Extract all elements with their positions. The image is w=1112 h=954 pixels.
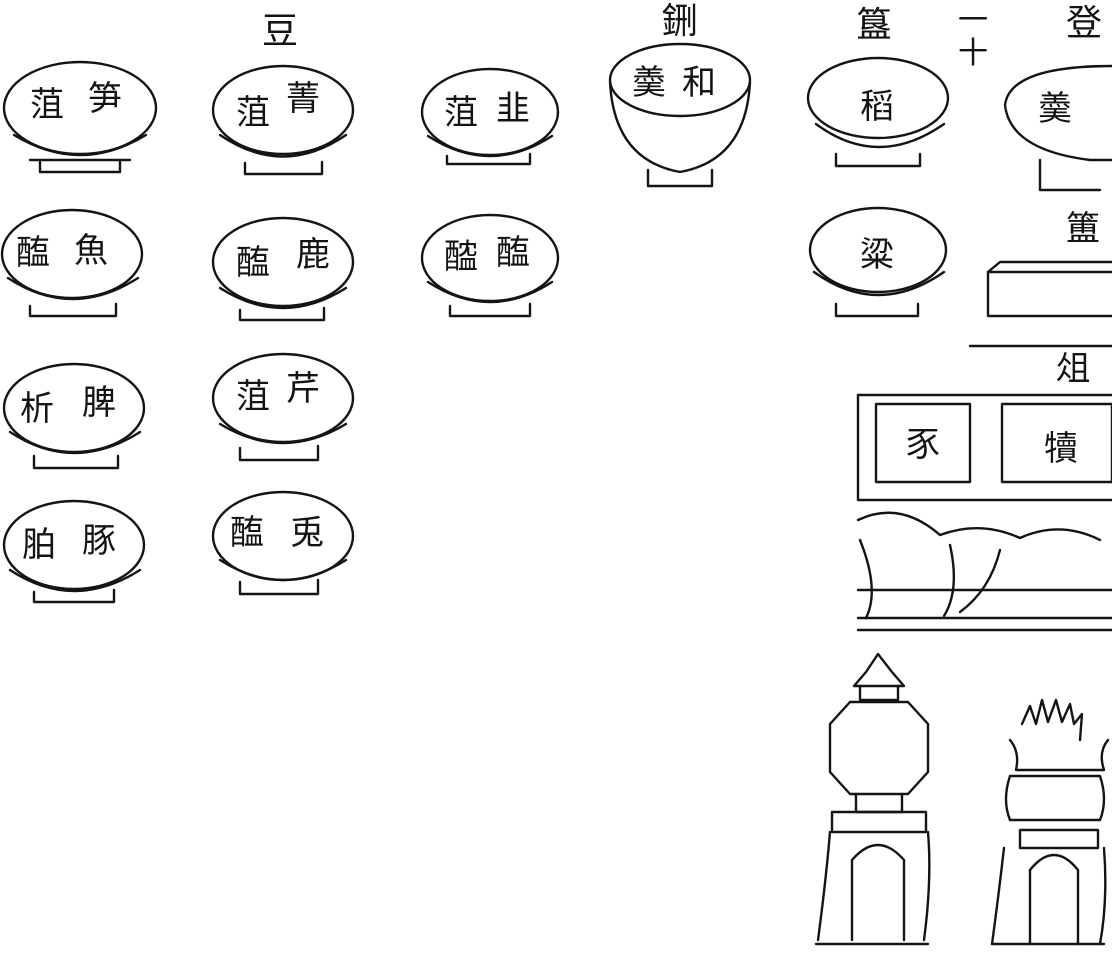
ornamented-vessel-left xyxy=(816,654,929,944)
vessel-label-g2: 粱 xyxy=(860,238,894,272)
vessel-label-d8-a: 菹 xyxy=(236,380,270,414)
vessel-label-x1: 羮和 xyxy=(632,66,732,100)
dou-vessel-6 xyxy=(422,215,558,316)
dou-vessel-5 xyxy=(213,218,353,320)
vessel-label-d7-b: 脾 xyxy=(82,386,116,420)
column-header-xing: 鉶 xyxy=(662,4,698,40)
column-header-gui: 簋 xyxy=(856,8,892,44)
ornamented-vessel-right xyxy=(992,700,1108,944)
fu-vessel xyxy=(970,262,1112,346)
dou-vessel-3 xyxy=(422,69,558,164)
fu-label: 簠 xyxy=(1066,212,1100,246)
vessel-label-d6-b: 醢 xyxy=(496,236,530,270)
vessel-label-d3-b: 韭 xyxy=(496,92,530,126)
vessel-label-d10-b: 兎 xyxy=(290,516,324,550)
vessel-label-d1-b: 笋 xyxy=(88,82,122,116)
vessel-label-d5-a: 醢 xyxy=(236,246,270,280)
zu-right-panel-label: 犢 xyxy=(1044,432,1078,466)
dou-vessel-2 xyxy=(213,66,353,174)
vessel-label-d1-a: 菹 xyxy=(30,88,64,122)
vessel-label-d3-a: 菹 xyxy=(444,96,478,130)
dou-vessel-8 xyxy=(213,354,353,460)
page-marker: 一十 xyxy=(958,4,994,70)
vessel-label-d4-a: 醢 xyxy=(16,236,50,270)
column-header-deng: 登 xyxy=(1066,6,1102,42)
vessel-label-deng1: 羮 xyxy=(1038,92,1072,126)
vessel-label-d8-b: 芹 xyxy=(286,372,320,406)
vessel-label-d4-b: 魚 xyxy=(74,234,108,268)
vessel-label-d7-a: 析 xyxy=(20,392,54,426)
vessel-label-d2-b: 菁 xyxy=(286,82,320,116)
vessel-label-g1: 稻 xyxy=(860,90,894,124)
vessel-label-d6-a: 醓 xyxy=(444,240,478,274)
dou-vessel-1 xyxy=(4,62,156,172)
vessel-label-d10-a: 醢 xyxy=(230,516,264,550)
vessel-label-d9-b: 豚 xyxy=(82,524,116,558)
column-header-dou: 豆 xyxy=(262,14,298,50)
vessel-label-d9-a: 胉 xyxy=(22,528,56,562)
vessel-label-d5-b: 鹿 xyxy=(296,238,330,272)
zu-label: 俎 xyxy=(1056,352,1090,386)
vessel-label-d2-a: 菹 xyxy=(236,96,270,130)
zu-left-panel-label: 豕 xyxy=(906,428,940,462)
